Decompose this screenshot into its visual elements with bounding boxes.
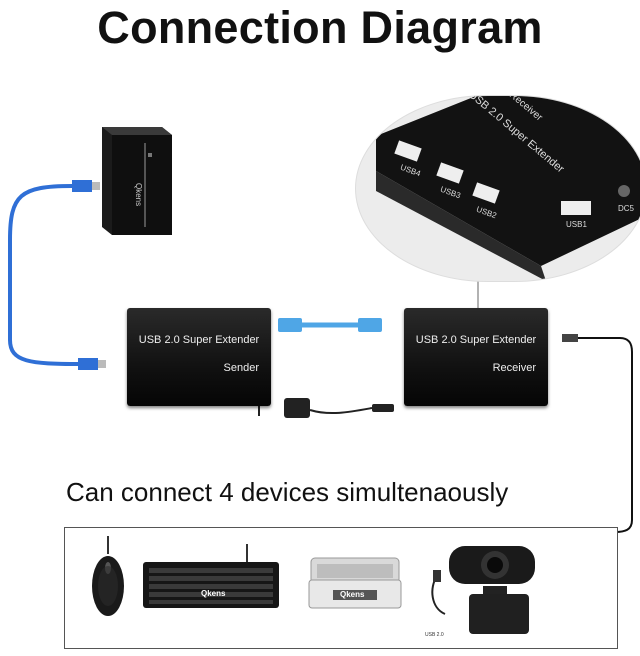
pc-tower: Qkens — [102, 127, 172, 235]
receiver-role-label: Receiver — [492, 362, 536, 374]
sender-model-label: USB 2.0 Super Extender — [138, 334, 260, 346]
caption-text: Can connect 4 devices simultenaously — [66, 477, 509, 507]
mouse-icon — [92, 536, 124, 616]
devices-panel: Qkens Qkens USB 2.0 — [64, 527, 618, 649]
pc-brand-label: Qkens — [134, 183, 143, 206]
port-label-usb1: USB1 — [566, 220, 587, 229]
power-adapter — [284, 398, 310, 418]
printer-icon — [308, 557, 402, 609]
keyboard-brand: Qkens — [201, 589, 226, 598]
printer-brand: Qkens — [340, 590, 365, 599]
receiver-unit: USB 2.0 Super Extender Receiver — [404, 308, 548, 406]
rj45-plug-right — [358, 318, 382, 332]
receiver-zoom-callout: USB 2.0 Super Extender Receiver USB4 USB… — [355, 95, 640, 282]
usb3-port — [436, 162, 464, 184]
rj45-plug-left — [278, 318, 302, 332]
sender-unit: USB 2.0 Super Extender Sender — [127, 308, 271, 406]
sender-role-label: Sender — [223, 362, 259, 374]
usb1-port — [561, 201, 591, 215]
black-usb-cable — [578, 337, 633, 533]
receiver-model-label: USB 2.0 Super Extender — [415, 334, 537, 346]
usb2-port — [472, 182, 500, 204]
webcam-cable-label: USB 2.0 — [425, 632, 444, 638]
diagram-title: Connection Diagram — [97, 2, 543, 53]
usb-plug-bottom — [78, 358, 98, 370]
blue-usb-cable — [8, 184, 81, 366]
dc-label: DC5 — [618, 204, 635, 213]
webcam-icon — [431, 546, 535, 634]
usb-plug-top — [72, 180, 92, 192]
keyboard-icon — [143, 544, 279, 608]
usb4-port — [394, 140, 422, 162]
